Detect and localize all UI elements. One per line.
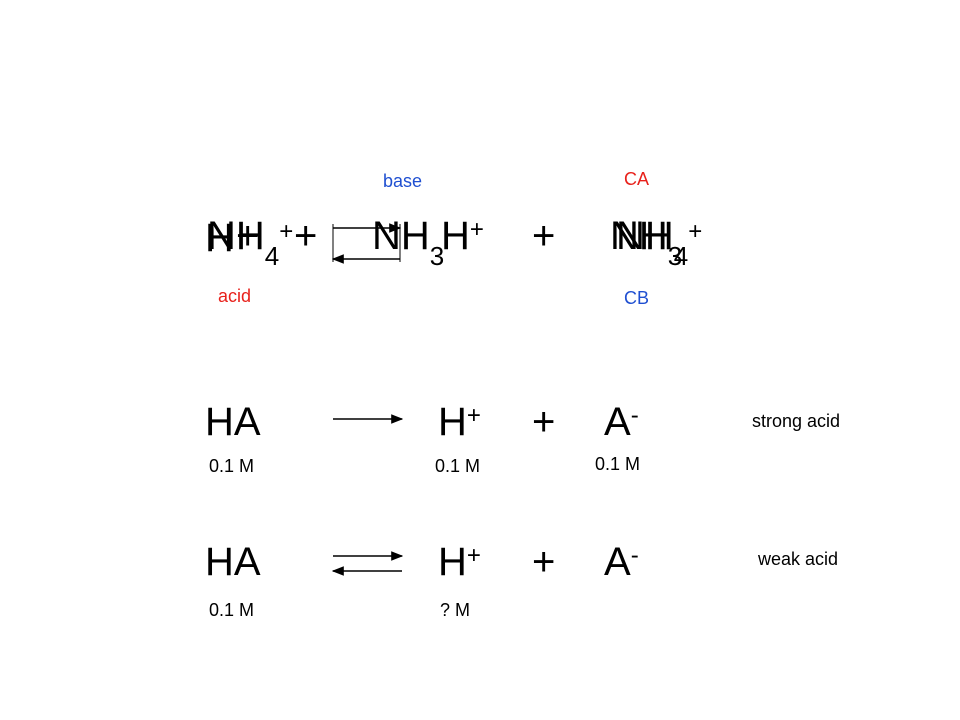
- ha-weak: HA: [205, 540, 261, 584]
- conc-h-weak: ? M: [440, 600, 471, 620]
- label-acid: acid: [218, 286, 252, 306]
- conc-ha-weak: 0.1 M: [209, 600, 255, 620]
- label-conjugate-acid: CA: [624, 169, 650, 189]
- ghost-h: H: [205, 216, 234, 260]
- h-plus-weak: H+: [438, 540, 481, 584]
- nh4-right: NH4+: [616, 214, 703, 271]
- conc-ha-strong: 0.1 M: [209, 456, 255, 476]
- label-conjugate-base: CB: [624, 288, 650, 308]
- plus-1: +: [294, 214, 318, 258]
- plus-strong: +: [532, 400, 556, 444]
- plus-2: +: [532, 214, 556, 258]
- h-plus-strong: H+: [438, 400, 481, 444]
- plus-weak: +: [532, 540, 556, 584]
- h-plus-1: H+: [441, 214, 484, 258]
- a-minus-weak: A-: [604, 540, 639, 584]
- label-weak-acid: weak acid: [758, 549, 839, 569]
- label-strong-acid: strong acid: [752, 411, 841, 431]
- ghost-plus: +: [236, 214, 260, 258]
- conc-h-strong: 0.1 M: [435, 456, 481, 476]
- conc-a-strong: 0.1 M: [595, 454, 641, 474]
- ha-strong: HA: [205, 400, 261, 444]
- label-base: base: [383, 171, 423, 191]
- ghost-nh3-mid: NH3: [372, 214, 445, 271]
- nh4-left: NH4+: [207, 214, 294, 271]
- ghost-nh3-right: NH3: [610, 214, 683, 271]
- a-minus-strong: A-: [604, 400, 639, 444]
